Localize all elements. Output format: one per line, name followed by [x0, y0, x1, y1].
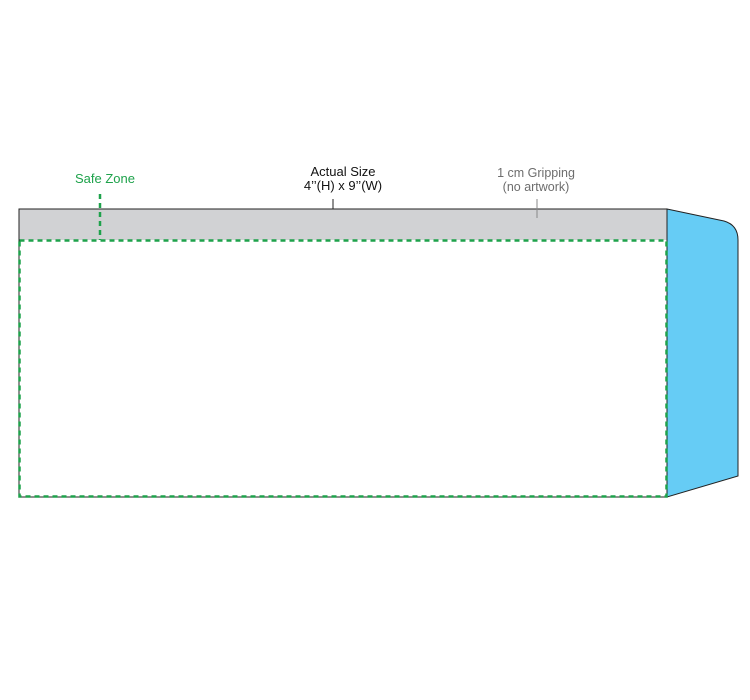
gripping-label: 1 cm Gripping (no artwork) [456, 166, 616, 194]
actual-size-title: Actual Size [310, 164, 376, 179]
gripping-note: (no artwork) [502, 180, 570, 194]
safe-zone-text: Safe Zone [75, 171, 135, 186]
actual-size-dimensions: 4’’(H) x 9’’(W) [303, 178, 383, 193]
gripping-band [19, 209, 667, 240]
side-flap [666, 208, 739, 498]
gripping-title: 1 cm Gripping [497, 166, 575, 180]
actual-size-label: Actual Size 4’’(H) x 9’’(W) [263, 165, 423, 193]
safe-zone-boundary [18, 239, 668, 498]
safe-zone-label: Safe Zone [58, 172, 152, 186]
envelope-outline [18, 208, 668, 498]
